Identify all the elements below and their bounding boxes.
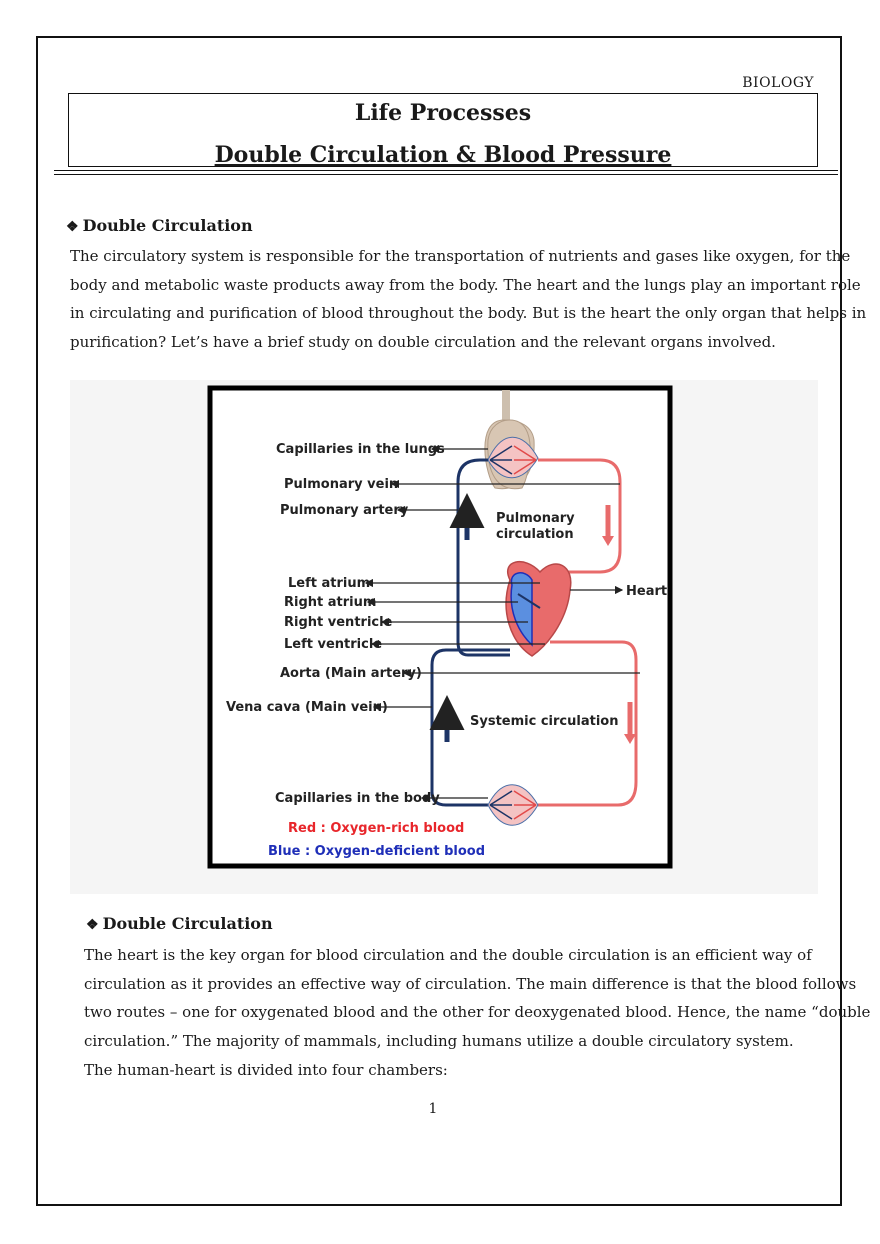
- text-line: circulation as it provides an effective …: [84, 974, 857, 993]
- text-line: The circulatory system is responsible fo…: [70, 247, 851, 265]
- legend-blue: Blue : Oxygen-deficient blood: [268, 844, 485, 859]
- section1-heading: ❖Double Circulation: [66, 216, 253, 235]
- label-capillaries-lungs: Capillaries in the lungs: [276, 442, 445, 457]
- diagram-svg: Capillaries in the lungs Pulmonary vein …: [70, 380, 818, 894]
- page-title: Life Processes: [354, 100, 532, 126]
- page-border: [36, 36, 842, 1206]
- section1-heading-text: Double Circulation: [82, 216, 253, 235]
- text-line: two routes – one for oxygenated blood an…: [84, 1003, 871, 1022]
- text-line: in circulating and purification of blood…: [70, 304, 867, 323]
- label-right-ventricle: Right ventricle: [284, 615, 393, 630]
- label-right-atrium: Right atrium: [284, 595, 376, 610]
- diagram-frame: [207, 385, 673, 869]
- text-line: purification? Let’s have a brief study o…: [70, 333, 776, 352]
- double-circulation-diagram: Capillaries in the lungs Pulmonary vein …: [70, 380, 818, 894]
- section2-heading-text: Double Circulation: [102, 914, 273, 933]
- label-left-ventricle: Left ventricle: [284, 637, 382, 652]
- diamond-bullet-icon: ❖: [86, 917, 99, 933]
- label-aorta: Aorta (Main artery): [280, 666, 422, 681]
- heart-icon: [505, 561, 572, 657]
- section2-paragraph: The heart is the key organ for blood cir…: [84, 941, 870, 1085]
- section2-heading: ❖Double Circulation: [86, 914, 273, 933]
- text-line: The heart is the key organ for blood cir…: [84, 946, 812, 964]
- header-rule-top: [54, 170, 838, 171]
- label-systemic-circulation: Systemic circulation: [470, 714, 618, 729]
- title-box: Life Processes Double Circulation & Bloo…: [68, 93, 818, 168]
- text-line: The human-heart is divided into four cha…: [84, 1060, 448, 1079]
- pulmonary-artery-vessel: [456, 458, 510, 657]
- label-pulmonary-vein: Pulmonary vein: [284, 477, 398, 492]
- label-heart: Heart: [626, 584, 667, 599]
- label-pulmonary-artery: Pulmonary artery: [280, 503, 409, 518]
- label-capillaries-body: Capillaries in the body: [275, 791, 440, 806]
- aorta-vessel: [538, 640, 638, 807]
- label-pulmonary-circulation-1: Pulmonary: [496, 511, 575, 526]
- text-line: body and metabolic waste products away f…: [70, 275, 861, 294]
- page-number: 1: [428, 1101, 438, 1117]
- text-line: circulation.” The majority of mammals, i…: [84, 1032, 794, 1051]
- body-capillaries-icon: [487, 784, 539, 826]
- label-left-atrium: Left atrium: [288, 576, 370, 591]
- label-pulmonary-circulation-2: circulation: [496, 527, 574, 542]
- diamond-bullet-icon: ❖: [66, 219, 79, 235]
- page-subtitle: Double Circulation & Blood Pressure: [214, 142, 672, 168]
- pulmonary-vein-vessel: [538, 458, 622, 574]
- subject-label: BIOLOGY: [742, 75, 814, 91]
- label-vena-cava: Vena cava (Main vein): [226, 700, 388, 715]
- lung-capillaries-icon: [487, 436, 539, 479]
- header-rule-bottom: [54, 174, 838, 175]
- legend-red: Red : Oxygen-rich blood: [288, 821, 464, 836]
- section1-paragraph: The circulatory system is responsible fo…: [70, 242, 866, 357]
